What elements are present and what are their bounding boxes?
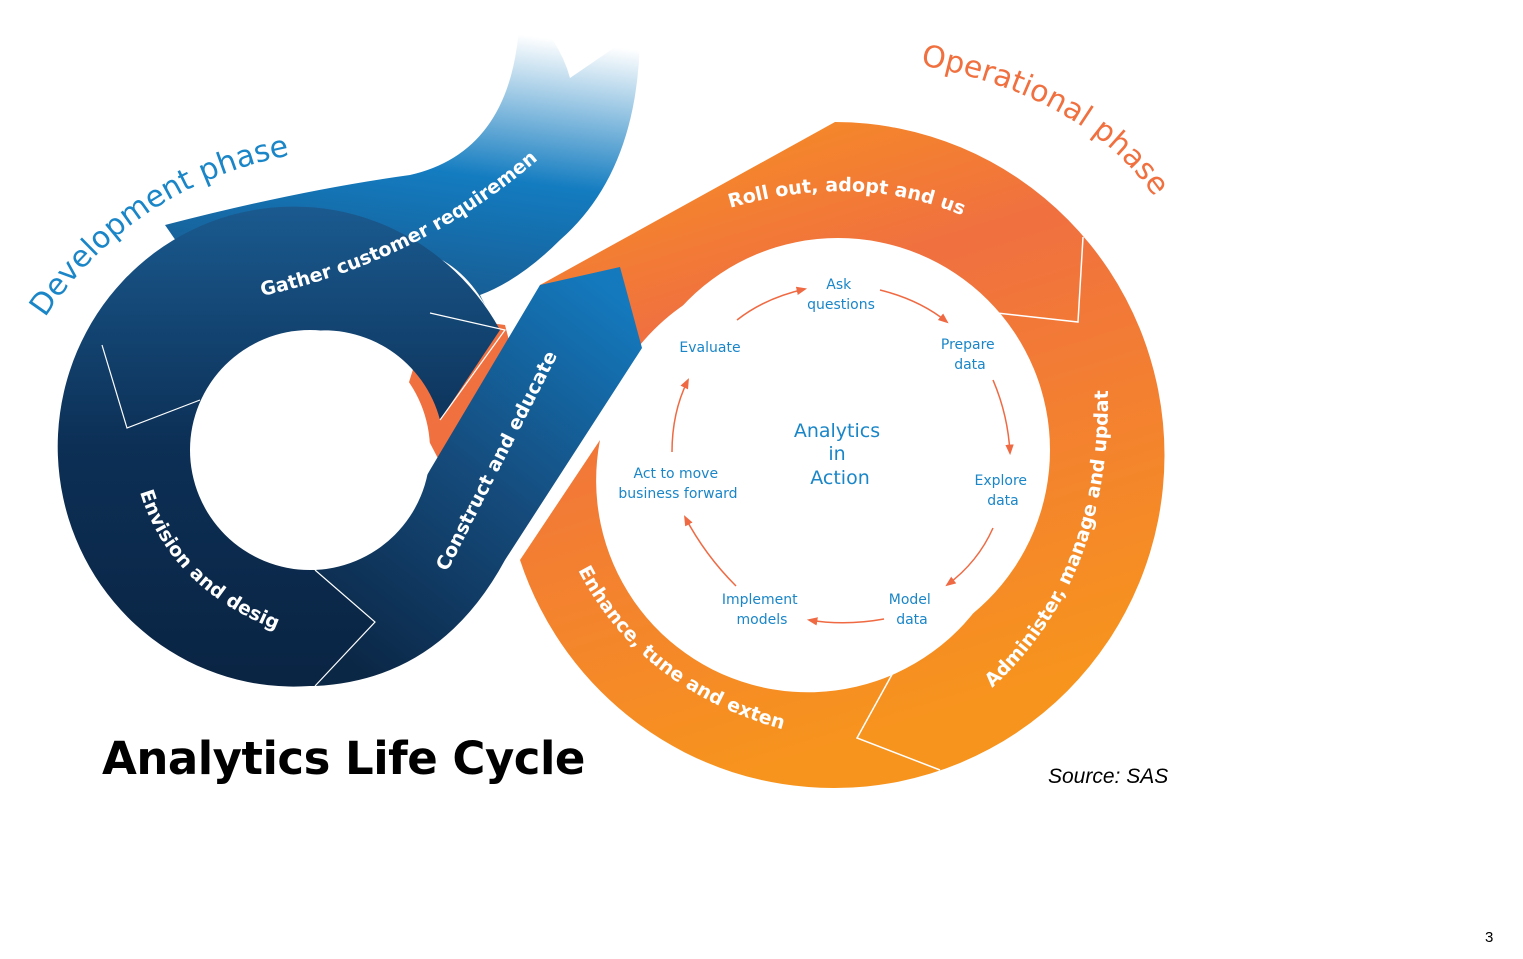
step-ask-questions: Ask questions bbox=[807, 277, 875, 313]
arrow-act-to-evaluate bbox=[671, 378, 689, 453]
step-model-data: Model data bbox=[889, 592, 936, 628]
development-ribbon bbox=[57, 0, 642, 687]
arrow-implement-to-act bbox=[684, 515, 737, 587]
analytics-in-action-cycle: Analytics in Action Ask questions Prepar… bbox=[618, 277, 1032, 628]
step-implement-models: Implement models bbox=[722, 592, 802, 628]
development-construct-arm bbox=[315, 267, 642, 686]
page-title: Analytics Life Cycle bbox=[102, 732, 585, 785]
arrow-prepare-to-explore bbox=[992, 379, 1014, 456]
analytics-in-action-disc bbox=[626, 238, 1050, 662]
arrow-model-to-implement bbox=[806, 617, 885, 626]
operational-ring-body bbox=[520, 122, 1165, 789]
arrow-evaluate-to-ask bbox=[736, 286, 808, 321]
page-number: 3 bbox=[1485, 929, 1494, 946]
step-explore-data: Explore data bbox=[975, 473, 1032, 509]
step-act-to-move-business-forward: Act to move business forward bbox=[618, 466, 737, 502]
step-evaluate: Evaluate bbox=[679, 340, 740, 356]
source-credit: Source: SAS bbox=[1048, 765, 1169, 788]
arrow-explore-to-model bbox=[945, 527, 994, 587]
arrow-ask-to-prepare bbox=[879, 289, 949, 324]
center-label: Analytics in Action bbox=[794, 420, 886, 489]
development-ring-body bbox=[57, 206, 501, 687]
step-prepare-data: Prepare data bbox=[941, 337, 999, 373]
